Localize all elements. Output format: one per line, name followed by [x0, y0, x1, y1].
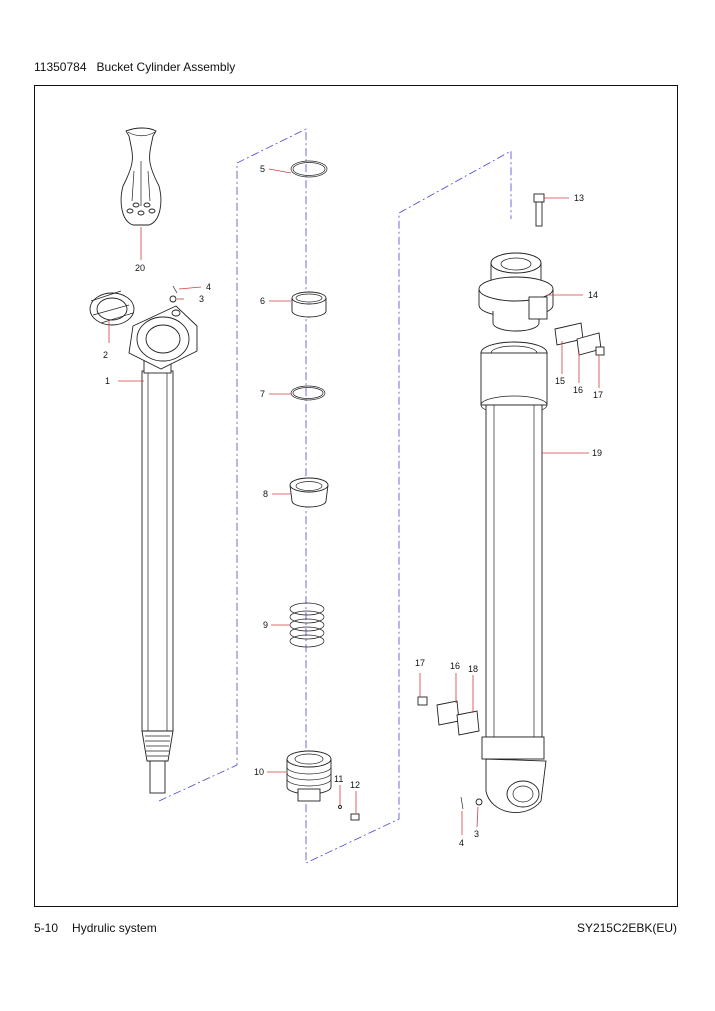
part-10-piston [286, 750, 332, 802]
part-7-ring [290, 385, 326, 401]
callout-16: 16 [450, 661, 460, 671]
assembly-title: Bucket Cylinder Assembly [96, 60, 236, 74]
page-title: 11350784 Bucket Cylinder Assembly [34, 60, 235, 74]
callout-10: 10 [254, 767, 264, 777]
callout-16: 16 [573, 385, 583, 395]
part-5-ring [290, 160, 328, 178]
footer-left: 5-10 Hydrulic system [34, 921, 157, 935]
callout-4: 4 [206, 282, 211, 292]
part-1-piston-rod [128, 305, 198, 794]
section-name: Hydrulic system [72, 921, 157, 935]
part-13-bolt [533, 193, 545, 227]
callout-2: 2 [103, 350, 108, 360]
part-6-sleeve [291, 291, 327, 318]
callout-11: 11 [334, 774, 343, 784]
part-16-17-18-lower-plates [417, 696, 480, 736]
callout-4: 4 [459, 838, 464, 848]
part-20-protective-bag [120, 127, 162, 226]
part-number: 11350784 [34, 60, 87, 74]
callout-8: 8 [263, 489, 268, 499]
drawing-frame: 1 2 3 4 5 6 7 8 9 10 11 12 13 14 15 16 1… [34, 85, 678, 907]
callout-20: 20 [135, 263, 145, 273]
part-8-rod-cover-seal [289, 477, 329, 508]
callout-17: 17 [593, 390, 603, 400]
part-9-spring-seal-set [289, 602, 325, 648]
callout-19: 19 [592, 448, 602, 458]
part-3-4-upper-fittings [169, 285, 178, 303]
callout-1: 1 [105, 376, 110, 386]
callout-3: 3 [474, 829, 479, 839]
callout-13: 13 [574, 193, 584, 203]
callout-18: 18 [468, 664, 478, 674]
callout-15: 15 [555, 376, 565, 386]
callout-9: 9 [263, 620, 268, 630]
exploded-view-drawing: 1 2 3 4 5 6 7 8 9 10 11 12 13 14 15 16 1… [89, 127, 605, 864]
callout-6: 6 [260, 296, 265, 306]
callout-5: 5 [260, 164, 265, 174]
callout-3: 3 [199, 294, 204, 304]
part-2-bushing [89, 290, 135, 326]
part-15-16-17-upper-plates [554, 322, 605, 356]
model-code: SY215C2EBK(EU) [576, 921, 677, 935]
part-14-cylinder-head [478, 252, 554, 332]
leader-lines [108, 168, 600, 835]
callout-17: 17 [415, 658, 425, 668]
callout-14: 14 [588, 290, 598, 300]
part-19-cylinder-tube [480, 341, 548, 813]
callout-7: 7 [260, 389, 265, 399]
callout-12: 12 [350, 780, 360, 790]
part-11-12-set-screw [338, 805, 360, 821]
callout-labels: 1 2 3 4 5 6 7 8 9 10 11 12 13 14 15 16 1… [103, 164, 603, 848]
assembly-centerlines [158, 128, 512, 864]
page-number: 5-10 [34, 921, 59, 935]
part-3-4-lower-fittings [460, 796, 483, 810]
